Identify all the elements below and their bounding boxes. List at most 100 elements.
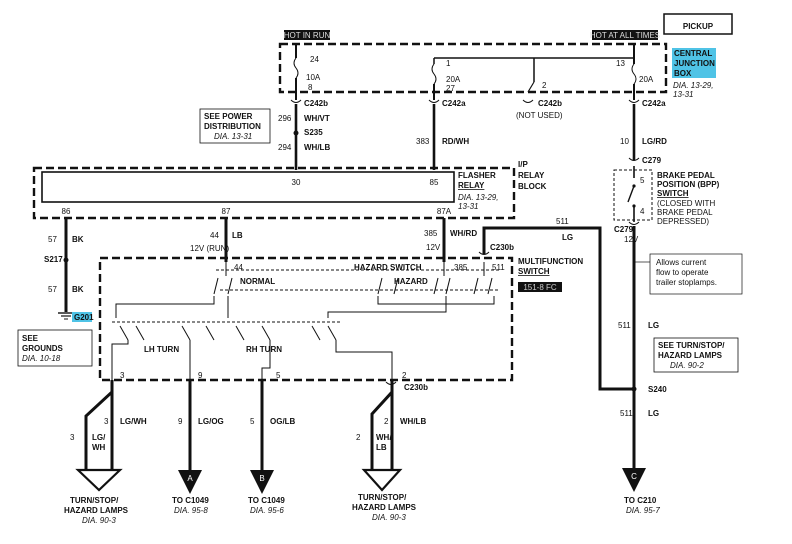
wire-3a-number: 3 <box>104 417 109 426</box>
wire-2a-number: 2 <box>356 433 361 442</box>
see-power-line-2: DISTRIBUTION <box>204 122 261 131</box>
flasher-pin-87a: 87A <box>437 207 452 216</box>
wire-294-color: WH/LB <box>304 143 330 152</box>
see-turn-line-1: SEE TURN/STOP/ <box>658 341 725 350</box>
fuse-13-number: 13 <box>616 59 625 68</box>
wire-2a-color-2: LB <box>376 443 387 452</box>
wire-44-number: 44 <box>210 231 219 240</box>
ground-symbol <box>58 312 74 320</box>
wire-57b-number: 57 <box>48 285 57 294</box>
mfs-pin-385: 385 <box>454 263 468 272</box>
hazard-label: HAZARD <box>394 277 428 286</box>
mfs-label-1: MULTIFUNCTION <box>518 257 583 266</box>
arrow-left-lamps <box>75 468 123 492</box>
splice-s217 <box>63 257 69 263</box>
wire-3b-color-1: LG/ <box>92 433 106 442</box>
flasher-pin-30: 30 <box>292 178 301 187</box>
turn-switch-contacts <box>119 325 337 341</box>
mfs-pin-9: 9 <box>198 371 203 380</box>
mfs-pin-2: 2 <box>402 371 407 380</box>
wire-511b-color: LG <box>648 321 659 330</box>
wire-9-color: LG/OG <box>198 417 224 426</box>
wire-5-number: 5 <box>250 417 255 426</box>
c230b-top: C230b <box>490 243 514 252</box>
mid-lamps-line-3: DIA. 90-3 <box>372 513 406 522</box>
c242a-mid: C242a <box>442 99 466 108</box>
arrow-b-ref: DIA. 95-6 <box>250 506 284 515</box>
fuse-24-amp: 10A <box>306 73 321 82</box>
flasher-relay-body <box>41 171 455 203</box>
note-line-1: Allows current <box>656 258 707 267</box>
wire-57a-color: BK <box>72 235 84 244</box>
ground-g201: G201 <box>74 313 94 322</box>
lh-turn-label: LH TURN <box>144 345 179 354</box>
flasher-name-1: FLASHER <box>458 171 496 180</box>
g201-label-bg <box>72 312 92 322</box>
see-grounds-line-2: GROUNDS <box>22 344 64 353</box>
see-power-line-1: SEE POWER <box>204 112 253 121</box>
cjb-ref: DIA. 13-29, <box>673 81 713 90</box>
wire-5-color: OG/LB <box>270 417 296 426</box>
hazard-switch-label: HAZARD SWITCH <box>354 263 422 272</box>
bpp-label-4: (CLOSED WITH <box>657 199 715 208</box>
fuse-2-number: 2 <box>542 81 547 90</box>
wire-10-color: LG/RD <box>642 137 667 146</box>
mfs-pin-44: 44 <box>234 263 243 272</box>
c279-top: C279 <box>642 156 662 165</box>
page-title: PICKUP <box>683 22 714 31</box>
wire-44-color: LB <box>232 231 243 240</box>
arrow-a-ref: DIA. 95-8 <box>174 506 208 515</box>
see-power-line-3: DIA. 13-31 <box>214 132 252 141</box>
wire-383-number: 383 <box>416 137 430 146</box>
voltage-12v-385: 12V <box>426 243 441 252</box>
see-grounds-box <box>17 329 93 367</box>
mfs-pin-5: 5 <box>276 371 281 380</box>
mfs-label-2: SWITCH <box>518 267 550 276</box>
wire-385-number: 385 <box>424 229 438 238</box>
fuse-1-number: 1 <box>446 59 451 68</box>
arrow-a <box>178 470 202 494</box>
fuse-24-symbol <box>293 57 299 79</box>
hot-in-run-label: HOT IN RUN <box>284 31 331 40</box>
cjb-label-bg <box>672 48 716 78</box>
splice-s235 <box>293 130 299 136</box>
ip-block-label-3: BLOCK <box>518 182 547 191</box>
wire-511b-number: 511 <box>618 321 631 330</box>
bpp-label-6: DEPRESSED) <box>657 217 709 226</box>
see-turn-line-2: HAZARD LAMPS <box>658 351 723 360</box>
see-grounds-line-1: SEE <box>22 334 39 343</box>
note-box <box>649 253 743 295</box>
arrow-c-to: TO C210 <box>624 496 657 505</box>
wire-296-number: 296 <box>278 114 292 123</box>
wire-511-color: LG <box>562 233 573 242</box>
see-turn-box <box>653 337 739 373</box>
arrow-b-to: TO C1049 <box>248 496 285 505</box>
flasher-pin-86: 86 <box>62 207 71 216</box>
fuse-1-amp: 20A <box>446 75 461 84</box>
wire-511c-number: 511 <box>620 409 633 418</box>
wire-511-number: 511 <box>556 217 569 226</box>
splice-s240-label: S240 <box>648 385 667 394</box>
c242b-left: C242b <box>304 99 328 108</box>
hot-at-all-times-box <box>592 30 658 40</box>
splice-s235-label: S235 <box>304 128 323 137</box>
not-used-label: (NOT USED) <box>516 111 563 120</box>
cjb-label-3: BOX <box>674 69 692 78</box>
left-lamps-line-3: DIA. 90-3 <box>82 516 116 525</box>
wire-511-route <box>482 226 634 391</box>
mfs-pin-3: 3 <box>120 371 125 380</box>
flasher-name-2: RELAY <box>458 181 485 190</box>
ip-relay-block-outline <box>32 166 516 220</box>
bpp-label-3: SWITCH <box>657 189 689 198</box>
note-line-3: trailer stoplamps. <box>656 278 717 287</box>
cjb-label-2: JUNCTION <box>674 59 715 68</box>
bpp-label-2: POSITION (BPP) <box>657 180 720 189</box>
wire-3b-color-2: WH <box>92 443 106 452</box>
arrow-a-to: TO C1049 <box>172 496 209 505</box>
arrow-b-letter: B <box>259 474 264 483</box>
arrow-c-letter: C <box>631 472 637 481</box>
bpp-pin-5: 5 <box>640 176 645 185</box>
wire-3a-color: LG/WH <box>120 417 147 426</box>
bpp-label-5: BRAKE PEDAL <box>657 208 713 217</box>
